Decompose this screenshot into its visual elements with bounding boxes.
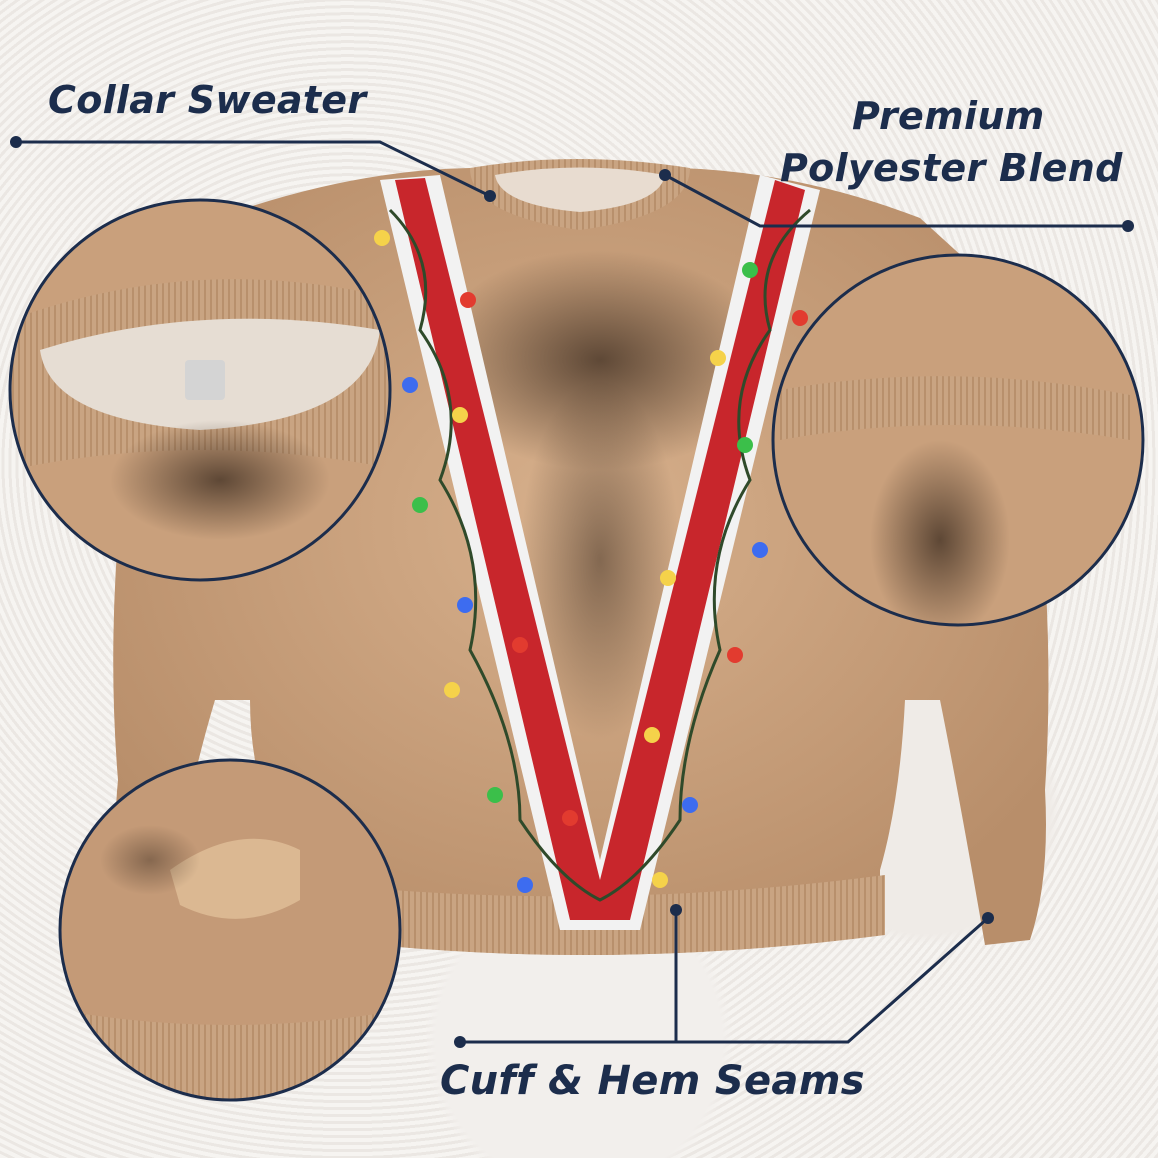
- belly-hair: [520, 380, 680, 740]
- collar-sweater-label: Collar Sweater: [48, 78, 367, 122]
- collar-detail-inset: [8, 198, 392, 582]
- suspender-red: [395, 178, 805, 920]
- leader-lines: [10, 136, 1134, 1048]
- premium-leader: [664, 173, 1128, 228]
- premium-label-line1: Premium: [852, 94, 1045, 138]
- cuff-leader: [676, 916, 989, 1044]
- collar-inner: [495, 167, 665, 212]
- christmas-lights: [374, 230, 808, 893]
- neckline-detail-inset: [771, 253, 1145, 627]
- collar-leader: [16, 140, 491, 198]
- cuff-hem-label: Cuff & Hem Seams: [440, 1058, 865, 1104]
- premium-label-line2: Polyester Blend: [780, 146, 1123, 190]
- hem-detail-inset: [58, 758, 402, 1102]
- chest-hair: [430, 250, 770, 470]
